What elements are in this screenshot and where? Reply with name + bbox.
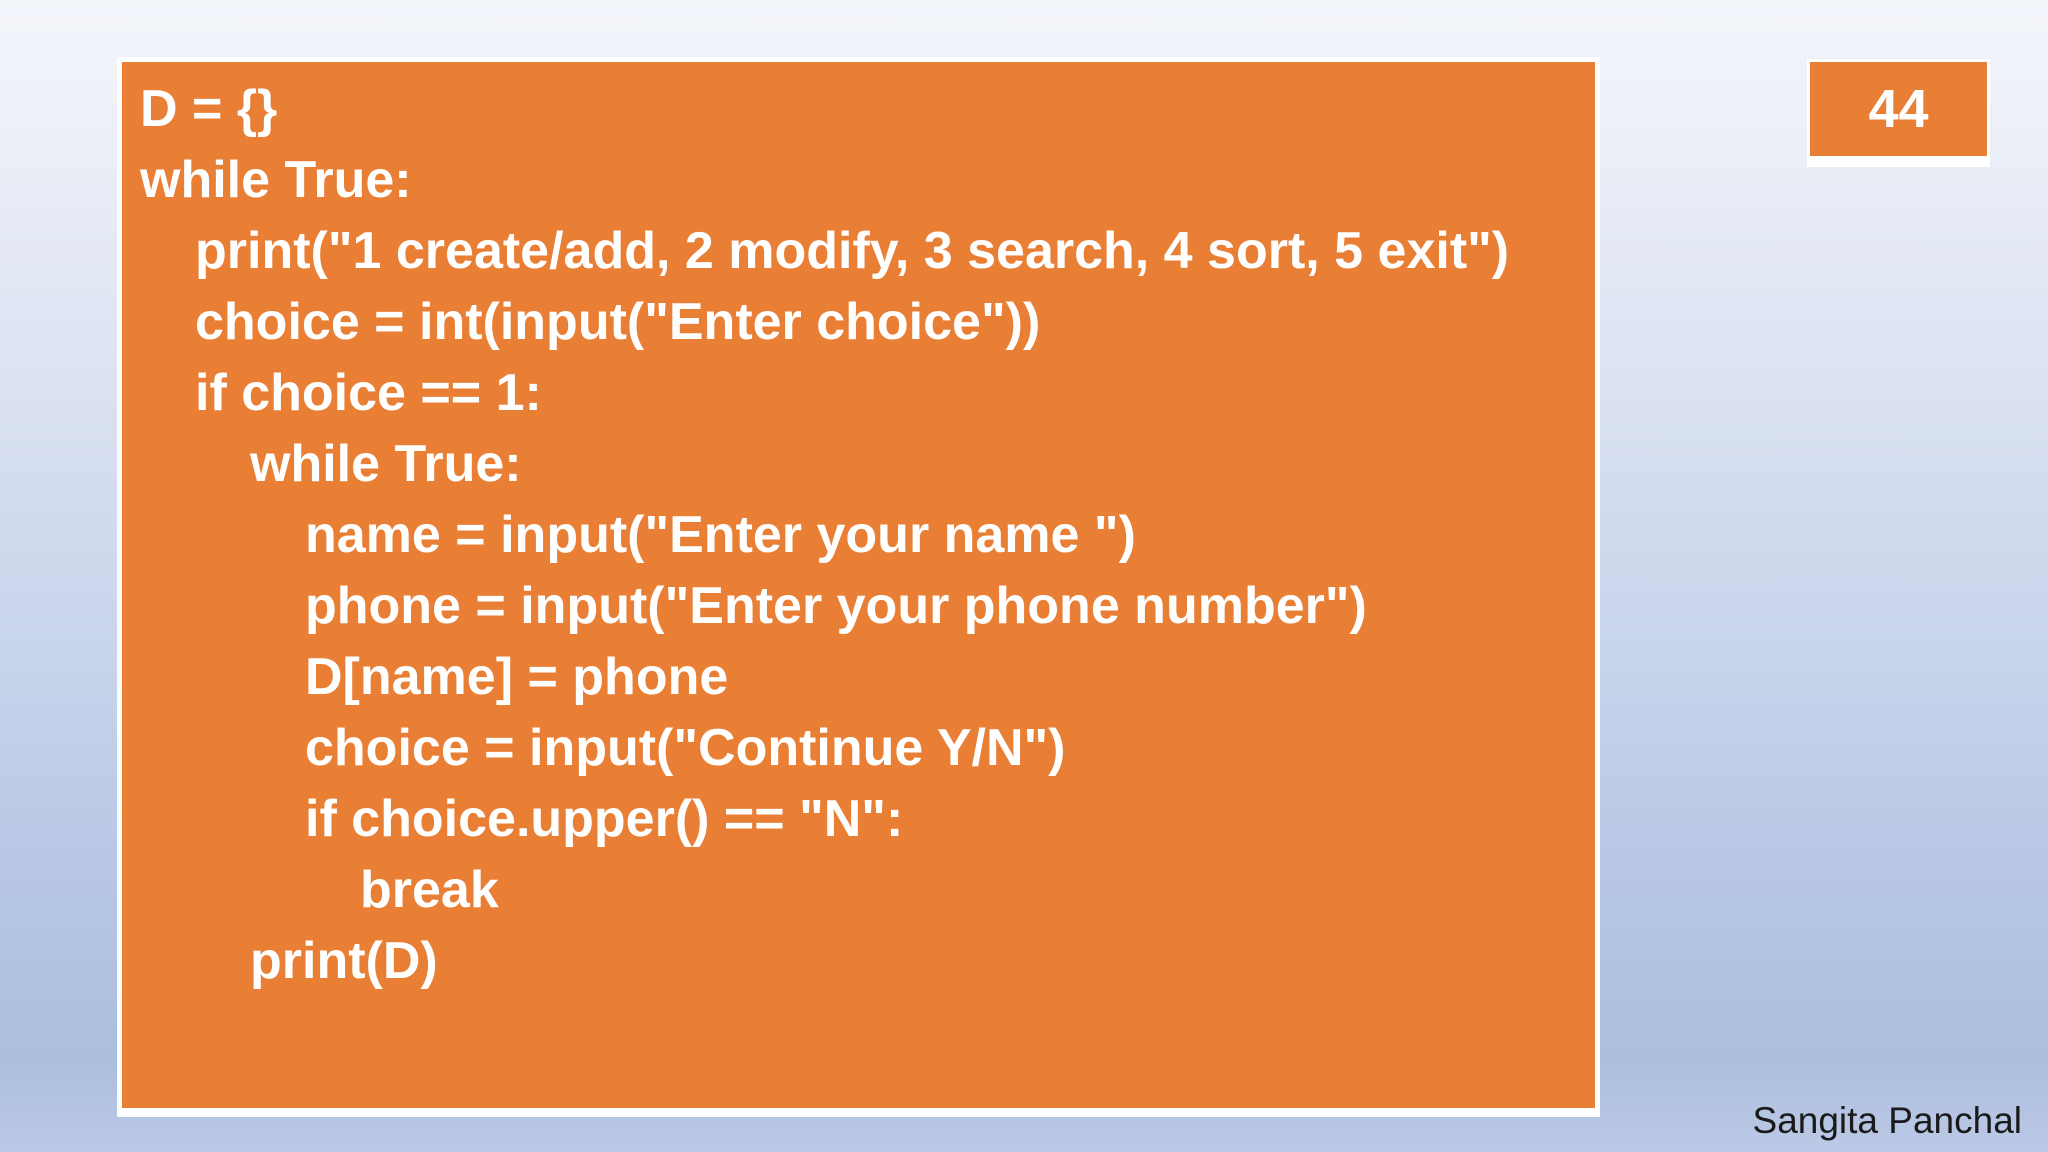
code-line: name = input("Enter your name ")	[305, 506, 1136, 564]
code-line: choice = input("Continue Y/N")	[305, 719, 1066, 777]
code-line: print("1 create/add, 2 modify, 3 search,…	[195, 222, 1510, 280]
code-line: if choice.upper() == "N":	[305, 790, 904, 848]
code-line: D = {}	[140, 80, 278, 138]
code-line: while True:	[250, 435, 522, 493]
slide-number-badge: 44	[1807, 59, 1990, 167]
code-line: D[name] = phone	[305, 648, 729, 706]
code-line: while True:	[140, 151, 412, 209]
code-line: print(D)	[250, 932, 438, 990]
code-block: D = {} while True: print("1 create/add, 2 …	[122, 62, 1595, 1009]
code-line: phone = input("Enter your phone number")	[305, 577, 1367, 635]
code-line: if choice == 1:	[195, 364, 542, 422]
code-line: break	[360, 861, 499, 919]
code-line: choice = int(input("Enter choice"))	[195, 293, 1041, 351]
author-name: Sangita Panchal	[1752, 1100, 2022, 1141]
code-box: D = {} while True: print("1 create/add, 2 …	[117, 57, 1600, 1117]
